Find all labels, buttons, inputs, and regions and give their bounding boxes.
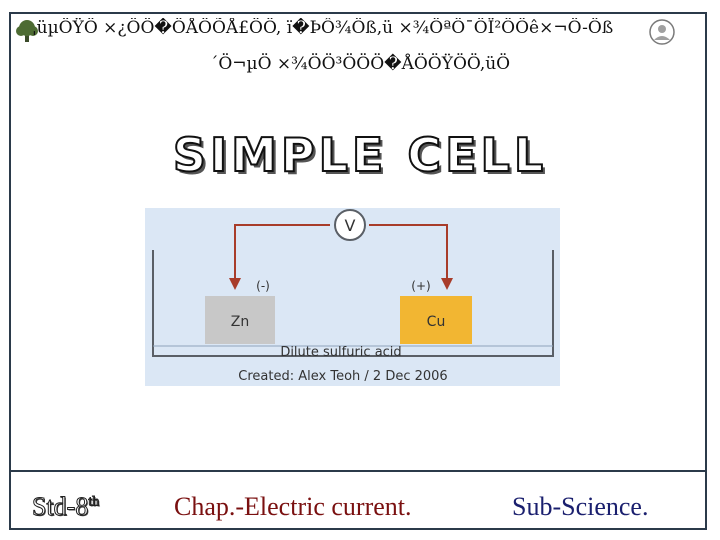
header-line-1: ˌüµÖŸÖ ×¿ÖÖ�ÖÅÖÕÅ£ÖÖ, ï�ÞÔ¾Öß,ü ×¾ÖªÖ¯ÖÏ… <box>32 18 614 38</box>
beaker-outline <box>152 250 554 357</box>
tree-icon <box>16 20 38 42</box>
subject-label: Sub-Science. <box>512 492 649 521</box>
diagram-credit: Created: Alex Teoh / 2 Dec 2006 <box>238 369 447 384</box>
simple-cell-diagram: V (-) (+) Zn Cu Dilute sulfuric acid Cre… <box>145 208 560 386</box>
header-line-2: ´Ö¬µÖ ×¾ÖÖ³ÖÖÖ�ÅÖÖŸÖÖ,üÖ <box>209 54 511 74</box>
wire-left <box>234 224 330 286</box>
std-suffix: th <box>88 494 100 510</box>
electrolyte-label: Dilute sulfuric acid <box>280 345 401 360</box>
negative-terminal-label: (-) <box>256 279 270 293</box>
std-label: Std-8th <box>31 492 100 522</box>
chapter-label: Chap.-Electric current. <box>174 492 412 521</box>
voltmeter-label: V <box>345 216 356 235</box>
arrow-left-icon <box>229 278 241 290</box>
wire-right <box>369 224 448 286</box>
positive-terminal-label: (+) <box>411 279 430 293</box>
slide-frame <box>9 12 707 530</box>
slide-title: SIMPLE CELL <box>172 127 548 183</box>
copper-label: Cu <box>427 314 446 330</box>
school-logo-icon <box>649 19 675 45</box>
zinc-label: Zn <box>231 314 249 330</box>
footer-divider <box>9 470 707 472</box>
zinc-electrode <box>205 296 275 344</box>
arrow-right-icon <box>441 278 453 290</box>
copper-electrode <box>400 296 472 344</box>
voltmeter-icon <box>334 209 366 241</box>
std-prefix: Std-8 <box>31 492 89 522</box>
